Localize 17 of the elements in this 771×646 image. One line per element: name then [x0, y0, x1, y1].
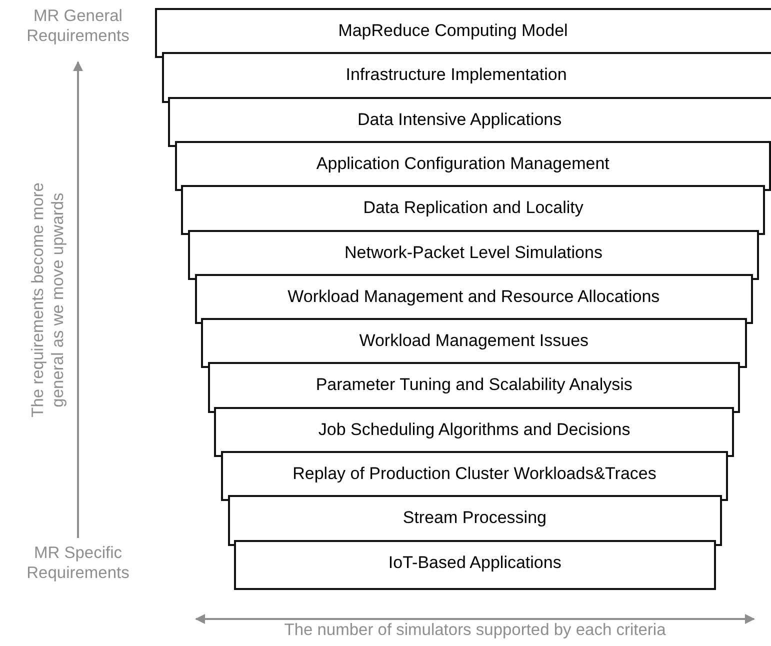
level-label: MR Specific Requirements: [26, 543, 130, 584]
box-label: Parameter Tuning and Scalability Analysis: [314, 374, 634, 396]
box-label: MapReduce Computing Model: [337, 20, 569, 42]
box-label: IoT-Based Applications: [387, 552, 562, 574]
box-label: Network-Packet Level Simulations: [344, 242, 604, 264]
axis-label: The number of simulators supported by each criteria: [283, 620, 667, 641]
box-label: Stream Processing: [402, 507, 548, 530]
box-label: Data Replication and Locality: [362, 197, 584, 220]
box-label: Data Intensive Applications: [356, 108, 563, 131]
box-label: Workload Management Issues: [358, 330, 590, 352]
box-label: Replay of Production Cluster Workloads&Traces: [292, 463, 658, 485]
box-label: Application Configuration Management: [315, 152, 610, 175]
box-label: Infrastructure Implementation: [344, 64, 568, 86]
box-label: Job Scheduling Algorithms and Decisions: [317, 418, 632, 441]
process-box: [234, 540, 716, 590]
level-label: MR General Requirements: [26, 6, 130, 47]
box-label: Workload Management and Resource Allocations: [286, 286, 661, 308]
